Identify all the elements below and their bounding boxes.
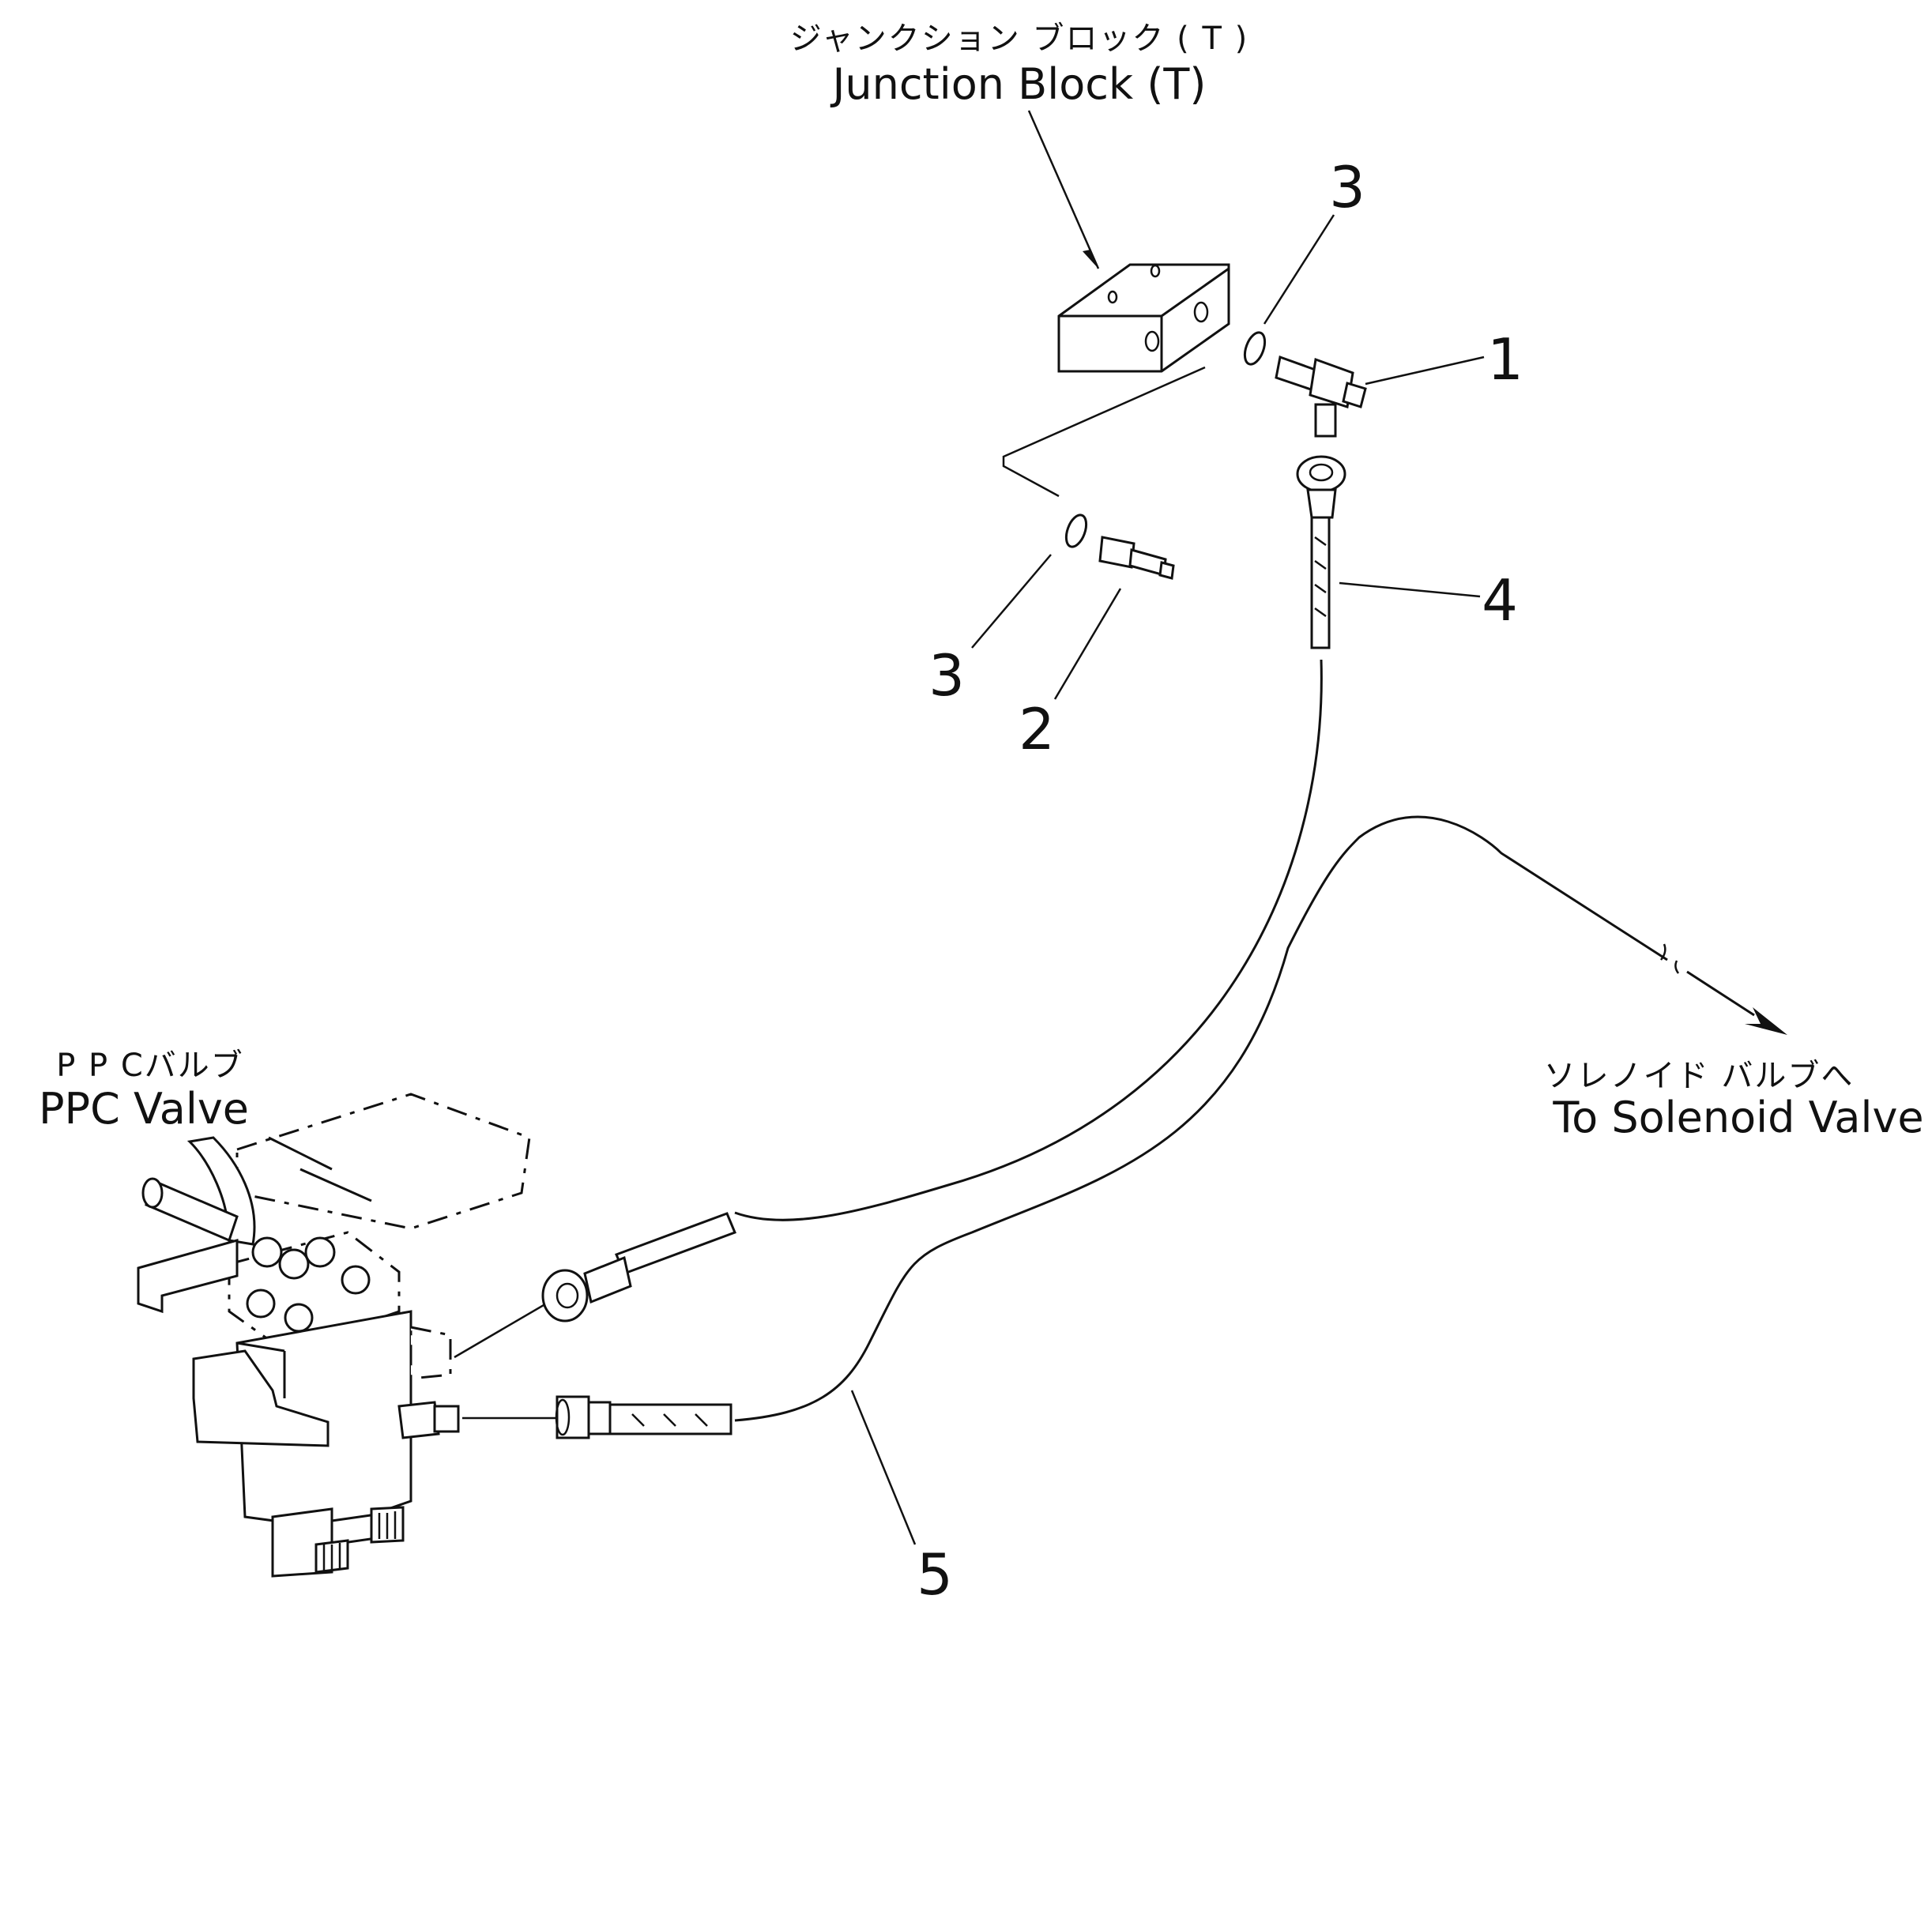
leader-5	[850, 1390, 917, 1545]
leader-4	[1339, 581, 1481, 598]
junction-block-label-jp: ジャンクション ブロック ( T )	[790, 21, 1249, 57]
port-connection-line	[1002, 366, 1206, 498]
leader-3-left	[971, 554, 1052, 649]
hose-4-valve-link	[454, 1304, 544, 1359]
junction-block	[1057, 263, 1230, 373]
callout-4: 4	[1482, 567, 1518, 634]
ppc-valve	[137, 1093, 531, 1578]
o-ring-top	[1243, 331, 1267, 366]
hose-4	[541, 455, 1346, 1322]
callout-1: 1	[1487, 326, 1523, 393]
junction-block-arrowhead	[1083, 250, 1098, 269]
callout-5: 5	[917, 1541, 953, 1608]
callout-3-left: 3	[928, 642, 965, 709]
straight-connector	[1098, 536, 1175, 580]
leader-1	[1365, 356, 1485, 386]
leader-lines	[850, 110, 1485, 1545]
callout-2: 2	[1019, 696, 1055, 762]
leader-3-top	[1263, 214, 1335, 325]
leader-2	[1053, 588, 1122, 700]
elbow-fitting	[1275, 355, 1367, 438]
callout-3-top: 3	[1329, 154, 1365, 220]
ppc-valve-label-jp: P P Cバルブ	[56, 1048, 244, 1084]
solenoid-valve-label: To Solenoid Valve	[1552, 1093, 1923, 1142]
hose-5	[555, 815, 1787, 1439]
solenoid-valve-label-jp: ソレノイド バルブへ	[1544, 1058, 1855, 1094]
junction-block-leader	[1027, 110, 1100, 269]
junction-block-label: Junction Block (T)	[830, 59, 1206, 109]
solenoid-arrowhead	[1745, 1007, 1787, 1035]
ppc-valve-label: PPC Valve	[39, 1084, 249, 1134]
o-ring-left	[1064, 514, 1088, 548]
